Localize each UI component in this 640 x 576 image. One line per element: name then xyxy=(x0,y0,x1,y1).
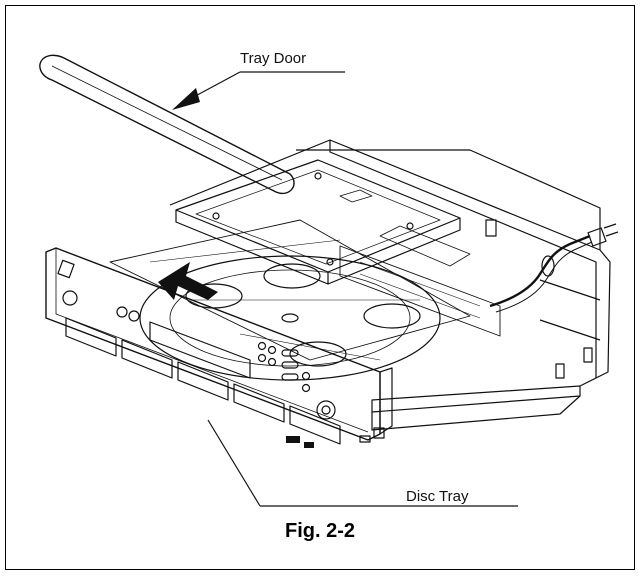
disc-tray-leader xyxy=(207,419,518,507)
tray-direction-arrow xyxy=(158,262,218,300)
disc-tray-label: Disc Tray xyxy=(406,488,469,505)
front-panel xyxy=(45,247,393,448)
tray-door-label: Tray Door xyxy=(240,50,307,67)
power-cord xyxy=(489,223,619,313)
figure-frame xyxy=(5,5,635,570)
tray-door-part xyxy=(39,54,295,195)
chassis xyxy=(169,139,611,431)
top-cover xyxy=(175,159,461,285)
disc-carousel xyxy=(109,219,501,381)
figure-caption: Fig. 2-2 xyxy=(284,520,355,542)
tray-door-leader xyxy=(172,71,345,110)
